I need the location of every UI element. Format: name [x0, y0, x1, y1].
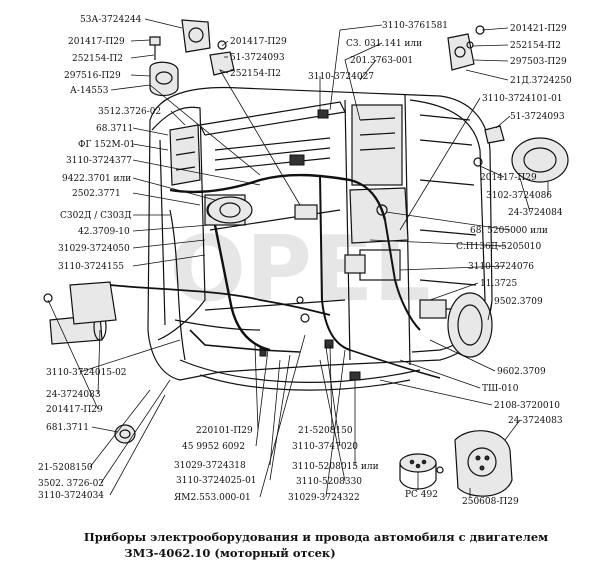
part-label: 11.3725	[480, 279, 517, 289]
part-labels: 53А-3724244 201417-П29 252154-П2 297516-…	[38, 15, 572, 507]
part-label: 297503-П29	[510, 57, 567, 67]
diagram-caption: Приборы электрооборудования и провода ав…	[84, 530, 548, 560]
part-label: 3110-3724101-01	[482, 94, 563, 104]
part-label: С3. 031.141 или	[346, 39, 422, 49]
part-label: 201417-П29	[230, 37, 287, 47]
part-label: 3110-3724027	[308, 72, 374, 82]
part-label: ЯМ2.553.000-01	[174, 493, 251, 503]
part-label: 3110-3724034	[38, 491, 104, 501]
part-label: 3110-3724155	[58, 262, 124, 272]
part-label: 31029-3724322	[288, 493, 360, 503]
part-label: 201417-П29	[68, 37, 125, 47]
part-label: 9502.3709	[494, 297, 543, 307]
part-label: 250608-П29	[462, 497, 519, 507]
part-label: 24-3724084	[508, 208, 563, 218]
part-label: 2502.3771	[72, 189, 121, 199]
part-label: С302Д / С303Д	[60, 211, 132, 221]
part-label: 3110-3724025-01	[176, 476, 257, 486]
part-label: 201.3763-001	[350, 56, 413, 66]
part-label: 24-3724083	[46, 390, 101, 400]
part-label: 3512.3726-02	[98, 107, 161, 117]
part-label: 3110-3747020	[292, 442, 358, 452]
part-label: 21Д.3724250	[510, 76, 572, 86]
part-label: 9602.3709	[497, 367, 546, 377]
part-label: 42.3709-10	[78, 227, 130, 237]
part-label: 3110-5208330	[296, 477, 362, 487]
leader-lines	[47, 18, 549, 498]
part-label: 252154-П2	[72, 54, 123, 64]
part-label: 3110-3761581	[382, 21, 448, 31]
part-label: 45 9952 6092	[182, 442, 245, 452]
part-label: 3102-3724086	[486, 191, 552, 201]
part-label: 220101-П29	[196, 426, 253, 436]
part-label: 3110-3724076	[468, 262, 534, 272]
part-label: 31029-3724318	[174, 461, 246, 471]
part-label: 3110-3724377	[66, 156, 132, 166]
part-label: 68. 5205000 или	[470, 226, 548, 236]
part-label: ТШ-010	[482, 384, 519, 394]
part-label: 252154-П2	[230, 69, 281, 79]
part-label: 201417-П29	[46, 405, 103, 415]
part-label: 51-3724093	[510, 112, 565, 122]
loose-parts	[43, 19, 569, 497]
part-label: 53А-3724244	[80, 15, 142, 25]
part-label: ФГ 152М-01	[78, 140, 135, 150]
part-label: 21-5208150	[38, 463, 93, 473]
part-label: 201421-П29	[510, 24, 567, 34]
part-label: 3502. 3726-02	[38, 479, 104, 489]
part-label: 9422.3701 или	[62, 174, 131, 184]
part-label: 21-5208150	[298, 426, 353, 436]
part-label: А-14553	[70, 86, 109, 96]
part-label: 3110-5208015 или	[292, 462, 379, 472]
part-label: 31029-3724050	[58, 244, 130, 254]
part-label: 681.3711	[46, 423, 89, 433]
part-label: 2108-3720010	[494, 401, 560, 411]
part-label: 51-3724093	[230, 53, 285, 63]
part-label: РС 492	[405, 490, 438, 500]
part-label: 24-3724083	[508, 416, 563, 426]
caption-line-1: Приборы электрооборудования и провода ав…	[84, 530, 548, 544]
engine-bay-drawing	[109, 86, 493, 391]
part-label: 3110-3724015-02	[46, 368, 127, 378]
part-label: 297516-П29	[64, 71, 121, 81]
part-label: С.П136Д-5205010	[456, 242, 541, 252]
part-label: 252154-П2	[510, 41, 561, 51]
part-label: 201417-П29	[480, 173, 537, 183]
part-label: 68.3711	[96, 124, 133, 134]
caption-line-2: ЗМЗ-4062.10 (моторный отсек)	[124, 546, 335, 560]
